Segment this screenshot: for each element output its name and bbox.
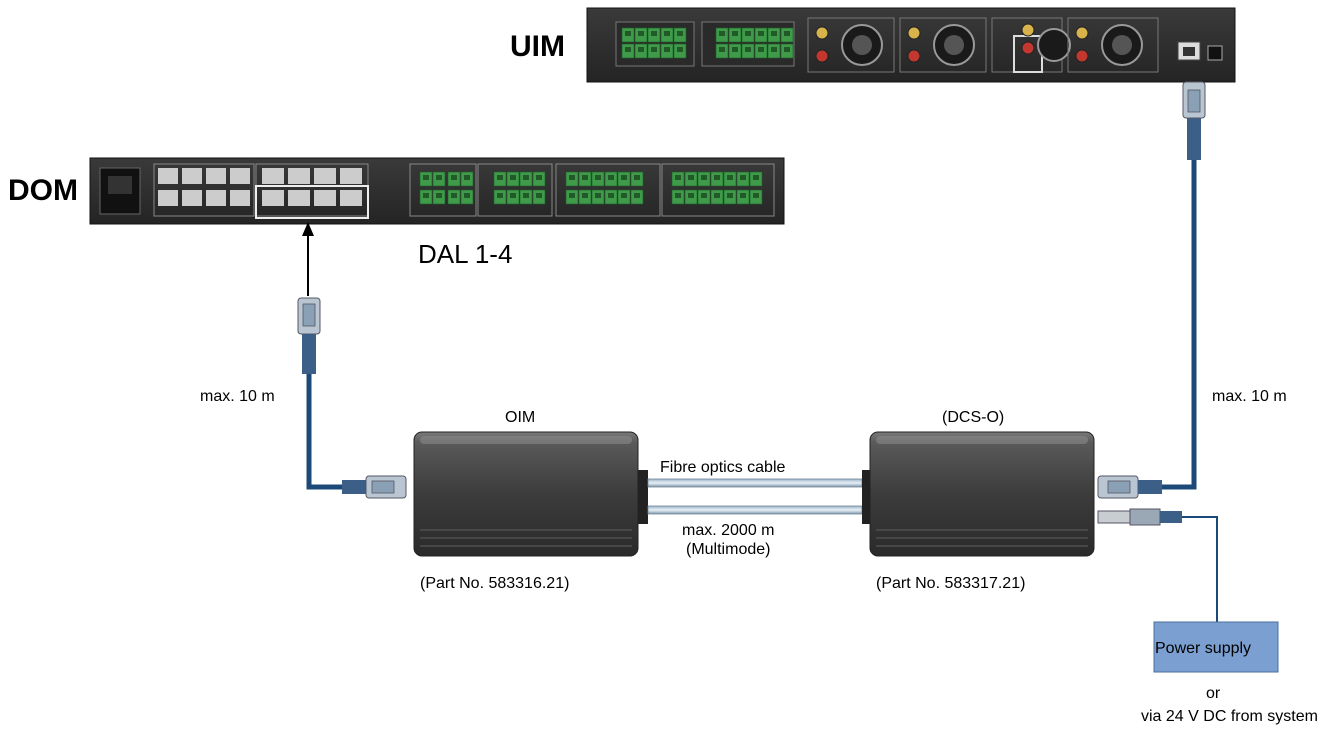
fibre-cable-mode: (Multimode) bbox=[686, 541, 770, 558]
oim-module bbox=[414, 432, 648, 556]
dom-power-inlet bbox=[100, 168, 140, 214]
uim-label: UIM bbox=[510, 30, 565, 63]
oim-label: OIM bbox=[505, 409, 535, 426]
uim-digital-io-terminals bbox=[616, 22, 794, 66]
dcso-label: (DCS-O) bbox=[942, 409, 1004, 426]
dcso-module bbox=[862, 432, 1094, 556]
power-alt-text: via 24 V DC from system bbox=[1141, 708, 1318, 725]
right-cable-length: max. 10 m bbox=[1212, 388, 1287, 405]
fibre-optic-cable bbox=[648, 479, 862, 514]
dom-device bbox=[90, 158, 784, 224]
power-cable bbox=[1098, 509, 1217, 622]
oim-part-number: (Part No. 583316.21) bbox=[420, 575, 569, 592]
uim-device bbox=[587, 8, 1235, 82]
left-network-cable bbox=[298, 298, 406, 498]
dal-ports-label: DAL 1-4 bbox=[418, 239, 512, 269]
power-or-text: or bbox=[1206, 685, 1221, 702]
right-network-cable bbox=[1098, 82, 1205, 498]
power-supply-label: Power supply bbox=[1155, 640, 1251, 657]
fibre-cable-length: max. 2000 m bbox=[682, 522, 774, 539]
connection-arrow bbox=[302, 222, 314, 296]
dom-label: DOM bbox=[8, 174, 78, 207]
left-cable-length: max. 10 m bbox=[200, 388, 275, 405]
fibre-cable-label: Fibre optics cable bbox=[660, 459, 785, 476]
dcso-part-number: (Part No. 583317.21) bbox=[876, 575, 1025, 592]
